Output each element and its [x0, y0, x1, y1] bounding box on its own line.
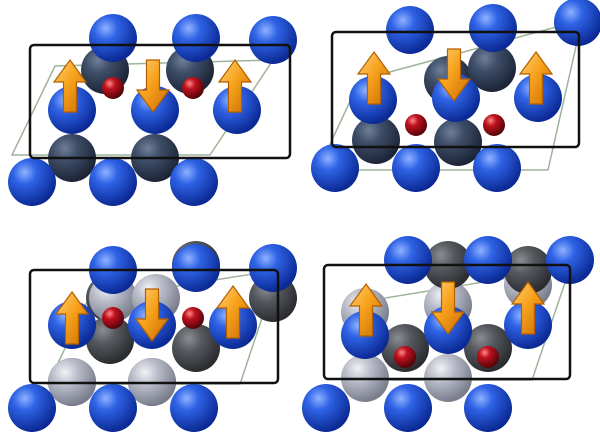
blue-atom — [384, 236, 432, 284]
blue-atom — [8, 158, 56, 206]
supercell-frame — [28, 268, 280, 385]
blue-atom — [554, 0, 600, 46]
blue-atom — [8, 384, 56, 432]
supercell-frame — [322, 263, 572, 381]
dark-atom — [434, 118, 482, 166]
spin-down-arrow-icon — [436, 48, 472, 103]
blue-atom — [172, 14, 220, 62]
blue-atom — [311, 144, 359, 192]
gray-atom — [86, 316, 134, 364]
spin-up-arrow-icon — [518, 50, 554, 105]
red-atom — [102, 307, 124, 329]
spin-up-arrow-icon — [510, 280, 546, 335]
blue-atom — [89, 384, 137, 432]
dark-atom — [352, 116, 400, 164]
spin-up-arrow-icon — [215, 284, 251, 339]
blue-atom — [473, 144, 521, 192]
blue-atom — [89, 158, 137, 206]
spin-down-arrow-icon — [135, 59, 171, 114]
red-atom — [182, 307, 204, 329]
panel-bottom-left — [8, 241, 297, 432]
blue-atom — [464, 384, 512, 432]
red-atom — [102, 77, 124, 99]
blue-atom — [170, 158, 218, 206]
supercell-frame — [330, 30, 581, 149]
spin-down-arrow-icon — [134, 288, 170, 343]
red-atom — [477, 346, 499, 368]
red-atom — [405, 114, 427, 136]
dark-atom — [468, 44, 516, 92]
panel-top-right — [311, 0, 600, 192]
red-atom — [182, 77, 204, 99]
red-atom — [483, 114, 505, 136]
blue-atom — [249, 16, 297, 64]
gray-atom — [172, 324, 220, 372]
red-atom — [394, 346, 416, 368]
panel-bottom-right — [302, 236, 594, 432]
blue-atom — [384, 384, 432, 432]
blue-atom — [464, 236, 512, 284]
spin-down-arrow-icon — [430, 281, 466, 336]
gray-atom — [504, 246, 552, 294]
supercell-frame — [28, 43, 292, 160]
blue-atom — [392, 144, 440, 192]
spin-up-arrow-icon — [356, 50, 392, 105]
blue-atom — [469, 4, 517, 52]
blue-atom — [172, 244, 220, 292]
blue-atom — [546, 236, 594, 284]
blue-atom — [249, 244, 297, 292]
blue-atom — [386, 6, 434, 54]
blue-atom — [302, 384, 350, 432]
blue-atom — [89, 14, 137, 62]
spin-up-arrow-icon — [348, 282, 384, 337]
spin-up-arrow-icon — [54, 290, 90, 345]
blue-atom — [170, 384, 218, 432]
panel-top-left — [8, 14, 297, 206]
spin-up-arrow-icon — [52, 58, 88, 113]
spin-up-arrow-icon — [217, 58, 253, 113]
